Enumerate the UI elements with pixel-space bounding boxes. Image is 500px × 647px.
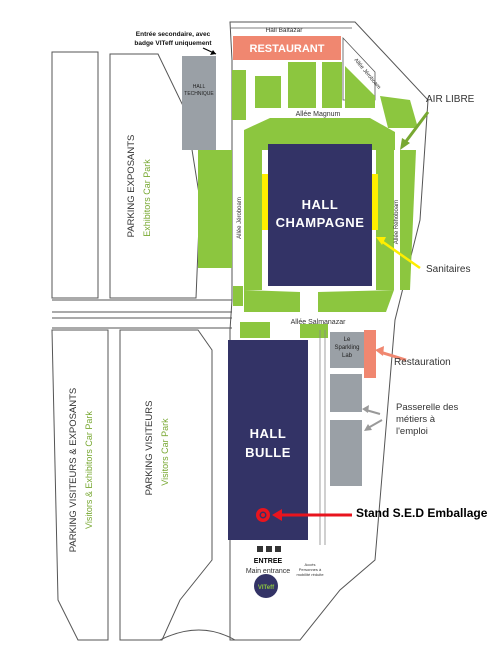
restaurant-label: RESTAURANT [250,43,325,55]
allee-jeroboam-left-label: Allée Jéroboam [237,197,243,239]
green-area [233,286,243,306]
green-ring-right [400,150,416,290]
gray-block [330,374,362,412]
entrance-icon [266,546,272,552]
parking-visiteurs-zone [119,329,213,641]
hall-bulle-title: HALL BULLE [228,424,308,462]
gray-block [330,420,362,486]
green-ring-left-inner [244,150,262,290]
hall-champagne [268,144,372,286]
passerelle-arrow-1-head [362,405,369,413]
green-area [300,324,328,338]
green-ring-bottom [244,290,300,312]
air-libre-label: AIR LIBRE [426,94,475,105]
acces-pmr-label: Accès Personnes à mobilité réduite [296,562,324,577]
green-area [288,62,316,108]
stand-arrow-head [272,509,282,521]
passerelle-label: Passerelle des métiers à l'emploi [396,402,459,437]
green-ring-bottom-right [318,290,394,312]
entrance-secondary-label: Entrée secondaire, avec badge VITeff uni… [134,31,212,47]
parking-visiteurs-exposants-label: PARKING VISITEURS & EXPOSANTS [68,388,79,553]
restauration-arrow [379,350,407,362]
green-area [380,96,418,128]
green-area [232,70,246,120]
green-area [322,62,342,108]
restaurant-block [233,36,341,60]
passerelle-arrow-2 [367,419,383,429]
passerelle-arrow-2-head [364,424,372,431]
viteff-logo-text: VITeff [258,585,275,591]
air-libre-arrow-head [400,138,410,150]
exhibitors-car-park-label: Exhibitors Car Park [142,159,152,237]
sanitaires-arrow [379,238,421,270]
hall-technique-label: HALL TECHNIQUE [184,84,214,97]
green-ring-top [244,118,395,150]
stand-label: Stand S.E.D Emballage [356,506,488,520]
sanitaires-left [262,174,268,230]
bottom-curve [159,629,236,641]
hall-bulle [228,340,308,540]
visitors-exhibitors-car-park-label: Visitors & Exhibitors Car Park [84,411,94,529]
green-ring-left [198,150,232,268]
green-area [345,66,375,108]
site-outline [229,21,429,641]
sparkling-lab-block [330,332,364,368]
passerelle-arrow-1 [365,409,381,415]
visitors-car-park-label: Visitors Car Park [160,418,170,486]
entrance-icon [257,546,263,552]
sanitaires-right [372,174,378,230]
air-libre-arrow [402,111,430,145]
hall-technique-block [182,56,216,150]
entrance-icon [275,546,281,552]
allee-magnum-label: Allée Magnum [296,111,341,118]
hall-baltazar-label: Hall Baltazar [266,27,304,34]
entrance-arrow-head [210,50,216,55]
parking-visiteurs-label: PARKING VISITEURS [144,401,155,496]
parking-exposants-zone [51,51,99,299]
hall-bulle-line2: BULLE [245,445,291,460]
green-area [240,322,270,338]
sanitaires-label: Sanitaires [426,264,471,275]
parking-visiteurs-exposants-zone [51,329,109,641]
stand-marker-dot [261,513,265,517]
hall-bulle-line1: HALL [249,426,287,441]
green-area [255,76,281,108]
restauration-label: Restauration [394,357,451,368]
sanitaires-arrow-head [376,237,386,245]
allee-rehoboam-label: Allée Réhoboam [394,200,400,244]
parking-exposants-label: PARKING EXPOSANTS [126,135,137,238]
green-ring-right-inner [376,150,394,290]
entree-label: ENTREE [254,558,283,565]
hall-champagne-line2: CHAMPAGNE [275,215,365,230]
main-entrance-label: Main entrance [246,568,290,575]
hall-champagne-title: HALL CHAMPAGNE [268,196,372,232]
restauration-arrow-head [375,346,384,356]
hall-champagne-line1: HALL [301,197,339,212]
allee-salmanazar-label: Allée Salmanazar [291,319,347,326]
viteff-logo [254,574,278,598]
sparkling-lab-label: Le Sparkling Lab [334,337,360,359]
restauration-block [364,330,376,378]
